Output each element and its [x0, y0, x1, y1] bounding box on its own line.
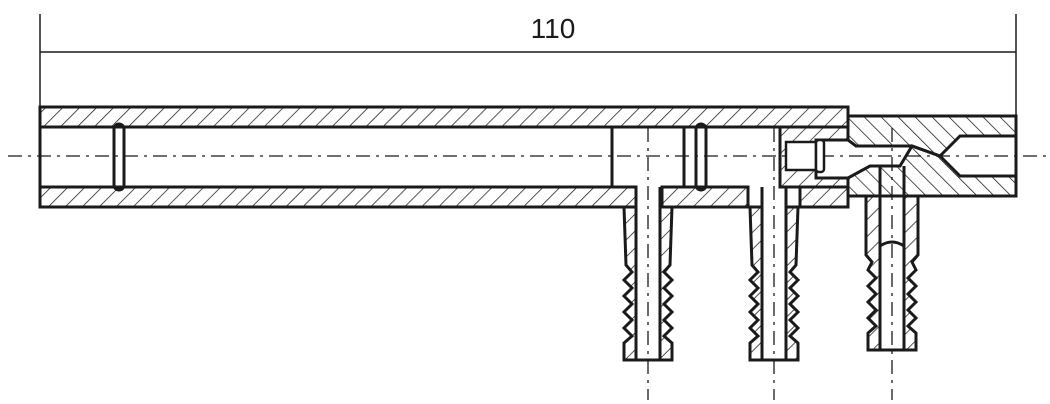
tube-top-wall	[38, 105, 850, 129]
outlet-1	[621, 187, 675, 362]
valve-body-bottom	[846, 144, 1018, 198]
valve-block	[778, 107, 1018, 198]
ring-left	[112, 122, 126, 192]
inner-sleeve	[610, 125, 782, 189]
valve-pin	[814, 138, 826, 174]
dimension-label: 110	[531, 13, 576, 44]
outlet-3	[864, 166, 920, 352]
ring-right	[694, 122, 708, 192]
main-tube	[38, 105, 850, 209]
dimension-110	[39, 14, 1017, 118]
outlet-2	[747, 187, 801, 362]
tube-bottom-wall-left	[38, 185, 638, 209]
valve-body-top	[846, 114, 1018, 158]
centerlines	[8, 128, 1048, 400]
tube-outline	[38, 107, 612, 207]
internal-rings	[112, 122, 708, 192]
tube-bottom-wall-right	[798, 185, 850, 209]
valve-bore	[784, 138, 826, 174]
